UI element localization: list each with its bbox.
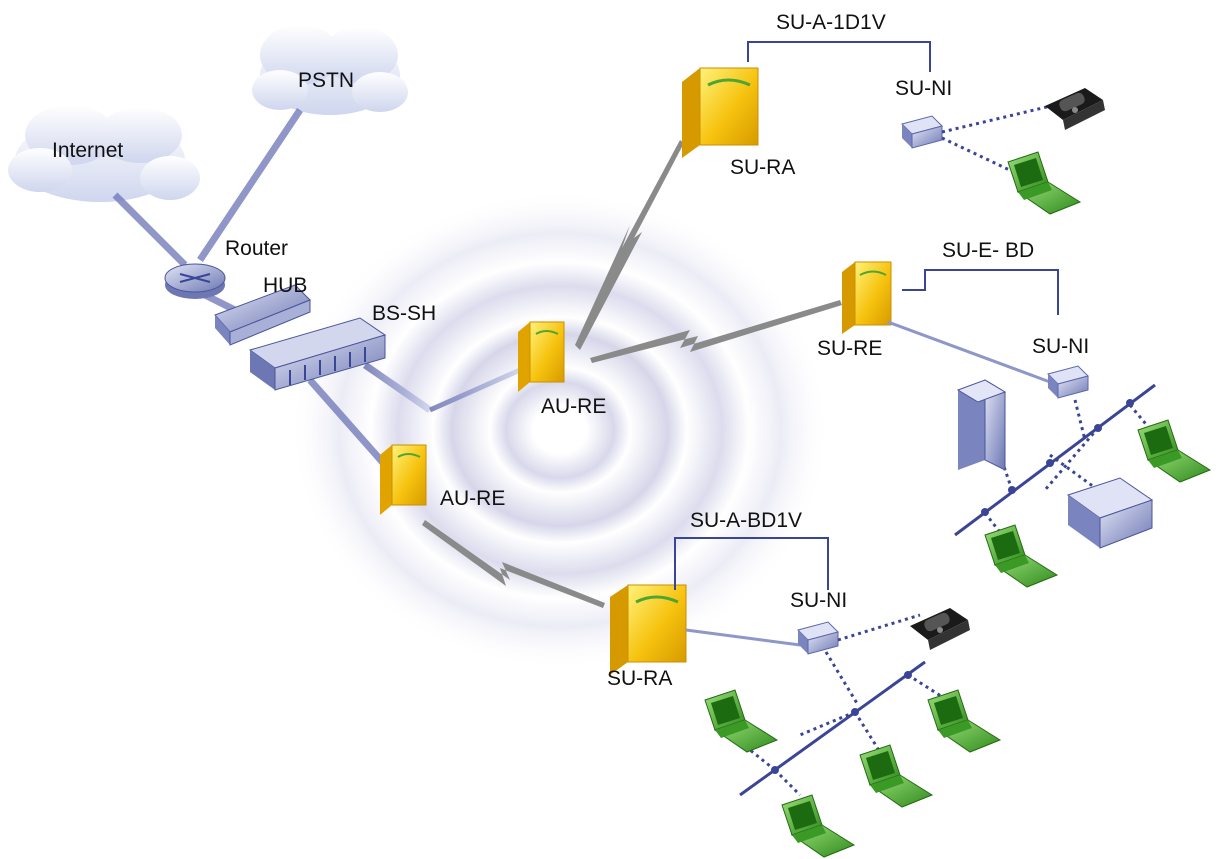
label-hub: HUB bbox=[263, 274, 308, 297]
label-au-re-2: AU-RE bbox=[440, 487, 506, 510]
hub-icon bbox=[214, 284, 311, 346]
su-ni-unit-icon-2 bbox=[1047, 365, 1089, 399]
label-su-ra-2: SU-RA bbox=[607, 667, 673, 690]
label-su-a-1d1v: SU-A-1D1V bbox=[776, 11, 886, 34]
internet-cloud bbox=[8, 105, 200, 202]
wireless-link-bolts bbox=[422, 140, 842, 608]
lan-nodes-bottom bbox=[771, 671, 912, 774]
su-a-bd1v-bracket bbox=[674, 537, 829, 590]
label-pstn: PSTN bbox=[298, 69, 355, 92]
label-su-ni-2: SU-NI bbox=[1032, 335, 1090, 358]
label-su-re: SU-RE bbox=[817, 337, 883, 360]
su-ra-unit-icon bbox=[682, 67, 759, 158]
label-su-ra-1: SU-RA bbox=[730, 156, 796, 179]
label-router: Router bbox=[225, 237, 289, 260]
label-su-ni-3: SU-NI bbox=[790, 589, 848, 612]
label-internet: Internet bbox=[52, 139, 124, 162]
pc-icon bbox=[1007, 151, 1081, 215]
lan-nodes-right bbox=[981, 399, 1134, 516]
dotted-links-bottom bbox=[824, 613, 921, 706]
label-su-a-bd1v: SU-A-BD1V bbox=[690, 509, 803, 532]
su-a-1d1v-bracket bbox=[747, 41, 931, 72]
au-re-unit-icon bbox=[517, 321, 565, 393]
su-ra-ethernet-line bbox=[685, 628, 801, 647]
label-su-ni-1: SU-NI bbox=[895, 77, 953, 100]
lan-bus-bottom bbox=[739, 660, 926, 797]
pc-icon-7 bbox=[781, 794, 855, 858]
pc-icon-3 bbox=[984, 524, 1058, 588]
su-e-bd-bracket bbox=[902, 269, 1059, 315]
label-au-re-1: AU-RE bbox=[541, 395, 607, 418]
pc-icon-4 bbox=[704, 689, 778, 753]
su-ni-unit-icon-3 bbox=[797, 621, 839, 655]
printer-icon bbox=[1066, 477, 1154, 549]
dotted-links-top bbox=[941, 103, 1056, 177]
uplink-lines bbox=[112, 108, 522, 468]
su-re-ethernet-line bbox=[887, 320, 1051, 384]
su-ni-unit-icon bbox=[901, 115, 943, 149]
bs-sh-chassis-icon bbox=[248, 317, 387, 391]
au-re-unit-icon-2 bbox=[379, 444, 427, 516]
telephone-icon bbox=[1045, 88, 1105, 130]
label-bs-sh: BS-SH bbox=[372, 302, 437, 325]
pc-icon-5 bbox=[927, 689, 1001, 753]
pc-icon-2 bbox=[1137, 419, 1211, 483]
su-ra-unit-icon-2 bbox=[610, 584, 687, 675]
label-su-e-bd: SU-E- BD bbox=[942, 239, 1035, 262]
coverage-rings bbox=[290, 190, 830, 670]
su-re-unit-icon bbox=[842, 261, 892, 334]
pc-icon-6 bbox=[859, 744, 933, 808]
server-icon bbox=[956, 379, 1007, 471]
pstn-cloud bbox=[252, 25, 408, 115]
router-icon bbox=[164, 263, 226, 299]
